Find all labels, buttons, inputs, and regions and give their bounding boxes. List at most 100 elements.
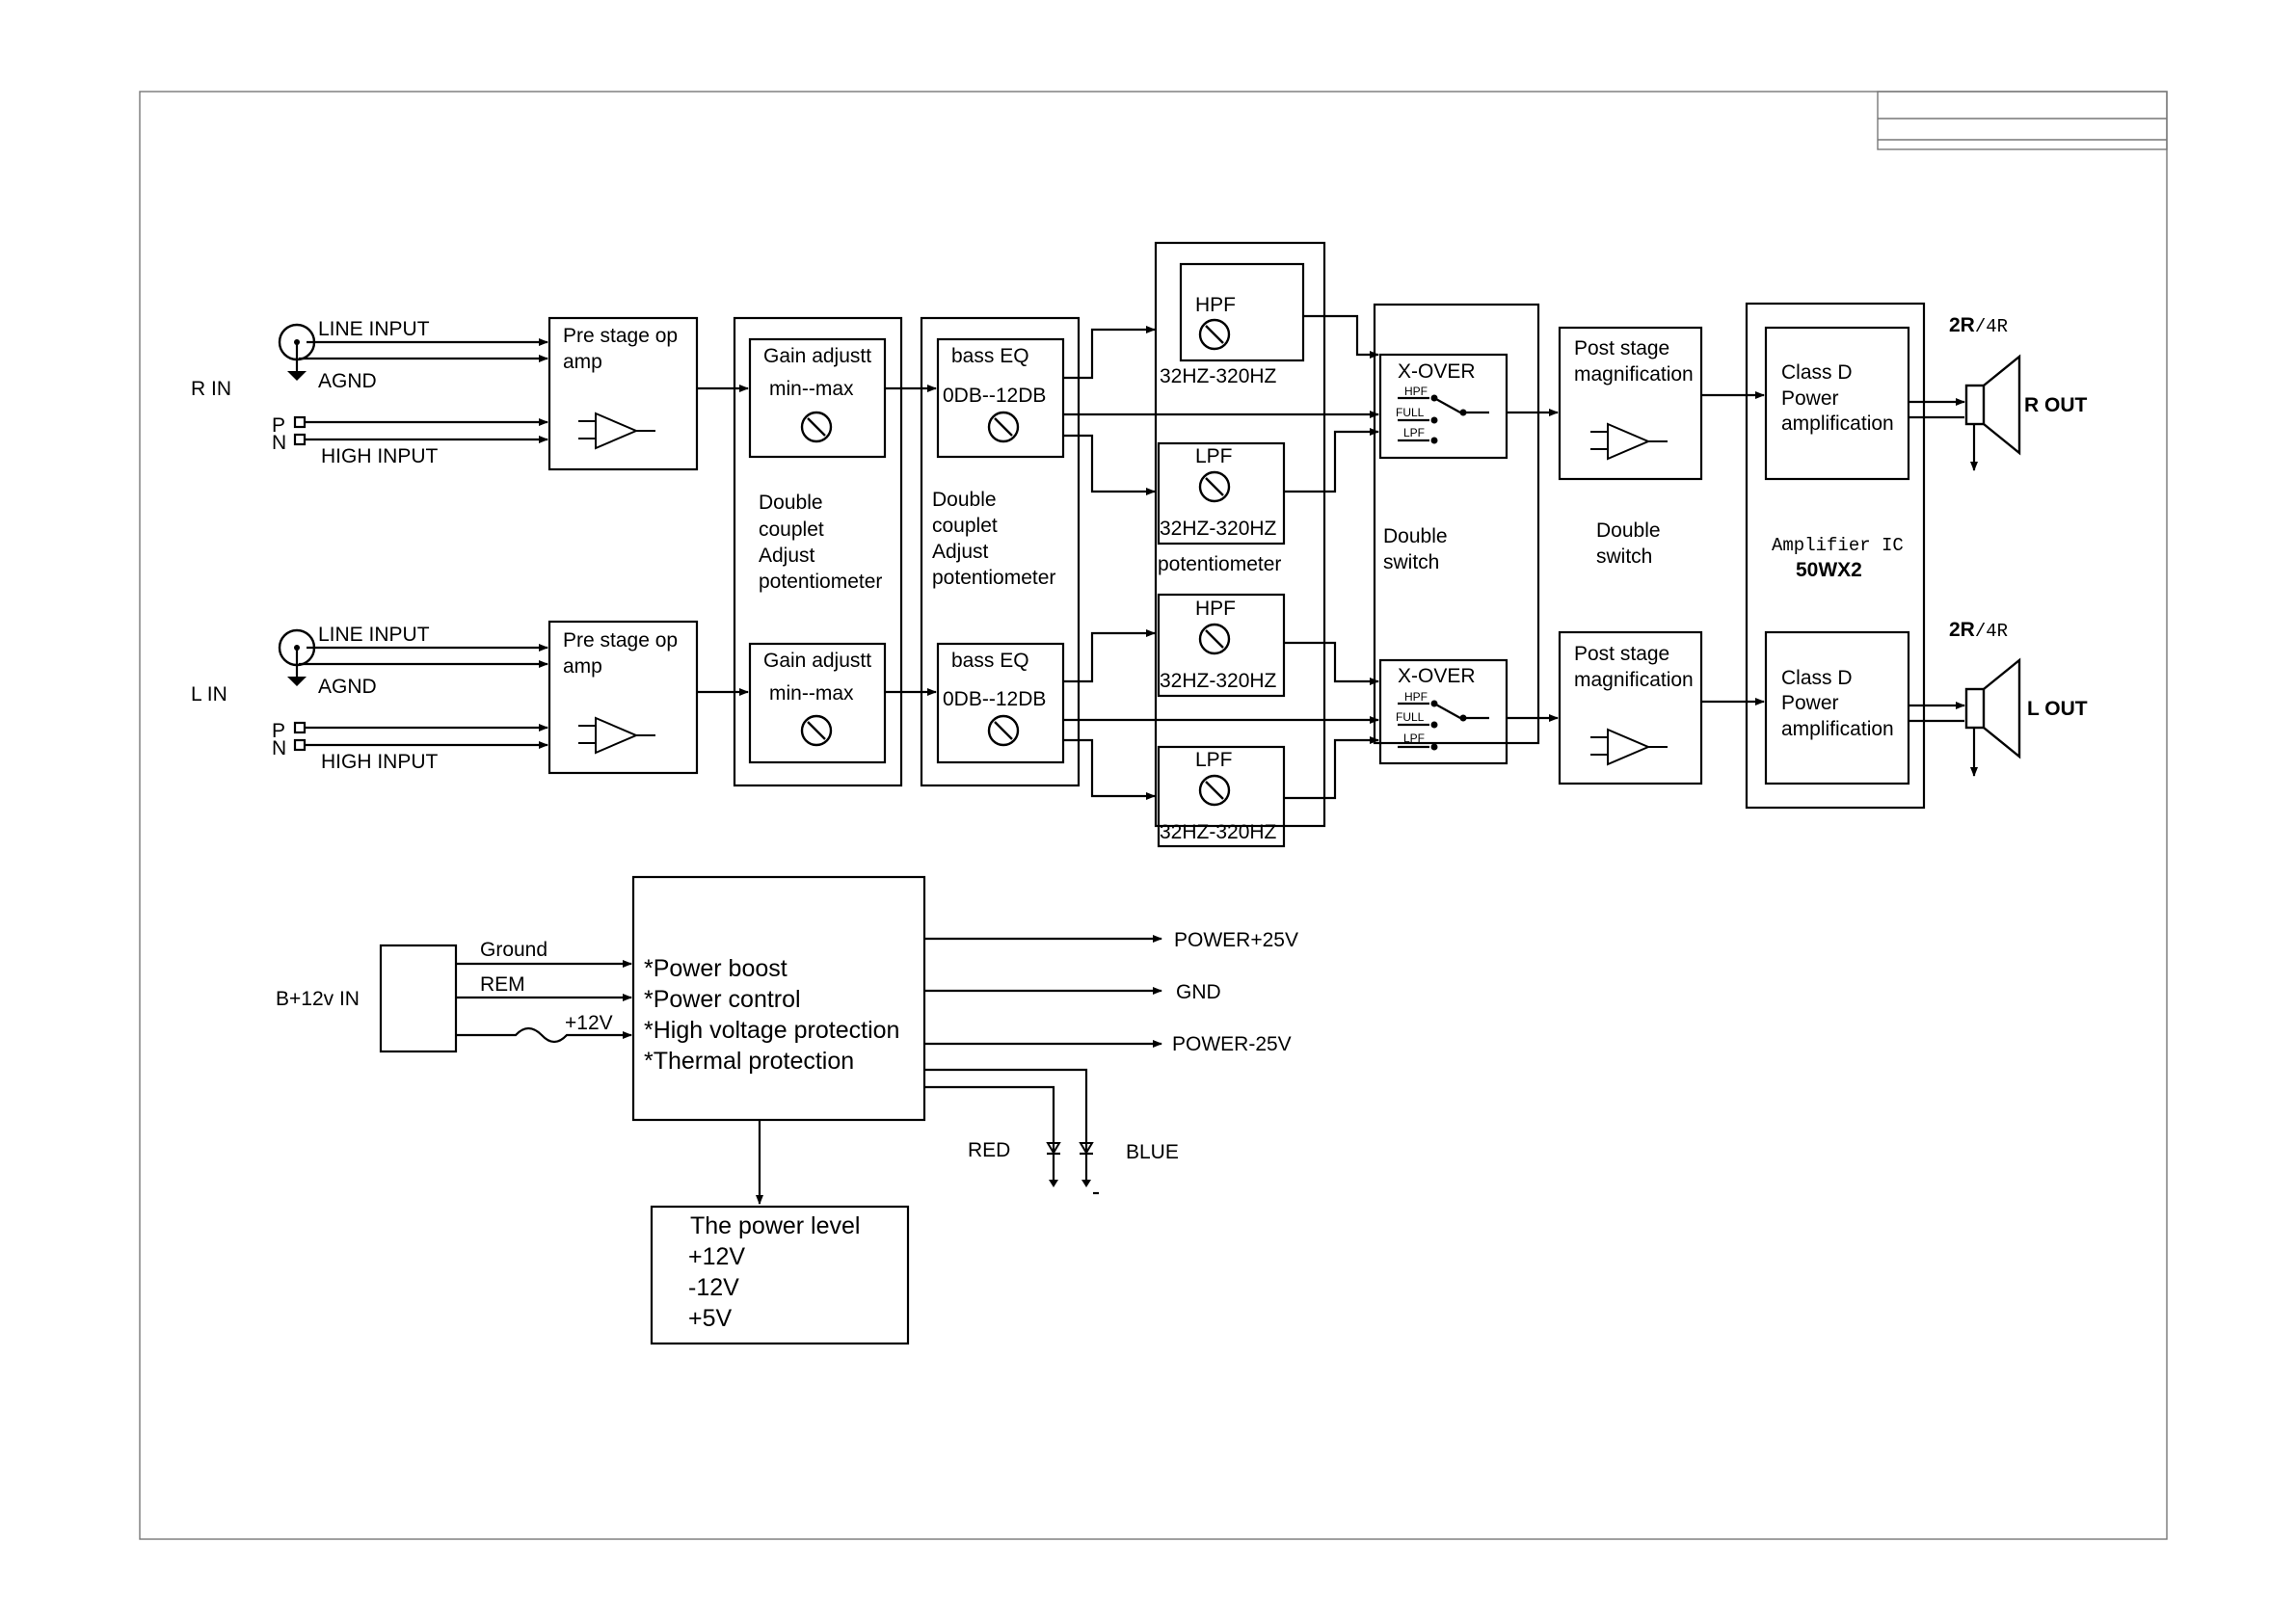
l-post-line1: Post stage <box>1574 643 1669 665</box>
r-impedance: 2R/4R <box>1949 314 2008 337</box>
l-p-label: P <box>272 720 285 742</box>
switch-hpf-label: HPF <box>1404 690 1428 704</box>
l-agnd-label: AGND <box>318 676 377 698</box>
l-bass-line2: 0DB--12DB <box>943 688 1046 710</box>
l-bass-block <box>936 642 1065 764</box>
opamp-icon <box>1589 423 1669 460</box>
switch-full-label: FULL <box>1396 406 1425 419</box>
r-p-terminal <box>293 415 307 429</box>
power-level-block <box>650 1205 910 1345</box>
r-bass-block <box>936 337 1065 459</box>
bass-pot-line3: Adjust <box>932 541 989 563</box>
r-gain-line1: Gain adjustt <box>763 345 871 367</box>
r-line-input-label: LINE INPUT <box>318 318 430 340</box>
gain-pot-line2: couplet <box>759 519 824 541</box>
xover-switch-enclosure <box>1373 303 1540 745</box>
l-class-d-line3: amplification <box>1781 718 1894 740</box>
l-out-label: L OUT <box>2027 698 2088 720</box>
filter-pot-label: potentiometer <box>1158 553 1281 575</box>
r-p-label: P <box>272 414 285 437</box>
ground-icon <box>287 677 307 686</box>
power-feature-2: *Power control <box>644 986 801 1013</box>
led-red-label: RED <box>968 1139 1010 1161</box>
gain-pot-line4: potentiometer <box>759 571 882 593</box>
bass-pot-enclosure <box>920 316 1081 787</box>
r-hpf-label: HPF <box>1195 294 1236 316</box>
r-class-d-line2: Power <box>1781 387 1839 410</box>
wire-rem-label: REM <box>480 973 525 996</box>
fuse-icon <box>456 1026 632 1044</box>
led-icon <box>1079 1142 1094 1187</box>
l-bass-line1: bass EQ <box>951 650 1029 672</box>
l-xover-block <box>1378 658 1508 765</box>
r-post-line1: Post stage <box>1574 337 1669 359</box>
power-neg-25v: POWER-25V <box>1172 1033 1292 1055</box>
wire-ground-label: Ground <box>480 939 547 961</box>
knob-icon <box>1198 623 1231 655</box>
l-p-terminal <box>293 721 307 734</box>
power-connector <box>379 944 458 1053</box>
switch-lpf-label: LPF <box>1403 426 1425 439</box>
knob-icon <box>800 411 833 443</box>
amp-ic-rating: 50WX2 <box>1796 559 1862 581</box>
l-line-input-label: LINE INPUT <box>318 624 430 646</box>
l-in-label: L IN <box>191 683 227 705</box>
l-hpf-block <box>1157 593 1286 698</box>
knob-icon <box>987 411 1020 443</box>
l-xover-label: X-OVER <box>1398 665 1476 687</box>
power-pos-25v: POWER+25V <box>1174 929 1298 951</box>
red-led-wire <box>924 1085 1055 1184</box>
r-class-d-block <box>1764 326 1910 481</box>
l-gain-block <box>748 642 887 764</box>
ganged-controls: Double couplet Adjust potentiometer Doub… <box>733 241 1926 828</box>
r-bass-line2: 0DB--12DB <box>943 385 1046 407</box>
switch-icon: HPF FULL LPF <box>1396 385 1489 444</box>
l-gain-line2: min--max <box>769 682 854 705</box>
r-pre-amp-block <box>547 316 699 471</box>
xover-switch-line1: Double <box>1383 525 1448 547</box>
l-post-stage-block <box>1558 630 1703 785</box>
post-switch-line1: Double <box>1596 519 1661 542</box>
r-hpf-block <box>1179 262 1305 362</box>
b12v-in-label: B+12v IN <box>276 988 360 1010</box>
l-high-input-label: HIGH INPUT <box>321 751 439 773</box>
l-class-d-line2: Power <box>1781 692 1839 714</box>
power-control-block <box>631 875 926 1122</box>
knob-icon <box>800 714 833 747</box>
power-level-1: +12V <box>688 1243 745 1270</box>
r-lpf-label: LPF <box>1195 445 1233 467</box>
power-level-3: +5V <box>688 1305 733 1332</box>
blue-led-wire <box>924 1068 1088 1184</box>
bass-pot-line4: potentiometer <box>932 567 1055 589</box>
wire-12v-label: +12V <box>565 1012 613 1034</box>
l-n-terminal <box>293 738 307 752</box>
power-gnd: GND <box>1176 981 1221 1003</box>
power-level-2: -12V <box>688 1274 739 1301</box>
opamp-icon <box>577 412 656 449</box>
r-class-d-line3: amplification <box>1781 412 1894 435</box>
opamp-icon <box>577 717 656 754</box>
xover-switch-line2: switch <box>1383 551 1439 573</box>
l-pre-amp-block <box>547 620 699 775</box>
l-gain-line1: Gain adjustt <box>763 650 871 672</box>
r-out-label: R OUT <box>2024 394 2088 416</box>
r-pre-amp-line1: Pre stage op <box>563 325 678 347</box>
amplifier-ic-enclosure <box>1745 302 1926 810</box>
filter-pot-enclosure <box>1154 241 1326 828</box>
knob-icon <box>1198 318 1231 351</box>
knob-icon <box>987 714 1020 747</box>
power-section: B+12v IN Ground REM +12V *Power boost *P… <box>276 875 1298 1345</box>
l-impedance: 2R/4R <box>1949 619 2008 642</box>
r-in-label: R IN <box>191 378 231 400</box>
title-block <box>1877 91 2168 150</box>
power-feature-1: *Power boost <box>644 955 788 982</box>
page-frame <box>139 91 2168 1540</box>
right-channel: R IN LINE INPUT AGND P N HIGH INPUT Pre … <box>191 262 2088 545</box>
l-pre-amp-line2: amp <box>563 655 602 678</box>
r-high-input-label: HIGH INPUT <box>321 445 439 467</box>
gain-pot-enclosure <box>733 316 903 787</box>
amp-ic-label: Amplifier IC <box>1772 535 1904 556</box>
r-xover-label: X-OVER <box>1398 360 1476 383</box>
switch-lpf-label: LPF <box>1403 732 1425 745</box>
